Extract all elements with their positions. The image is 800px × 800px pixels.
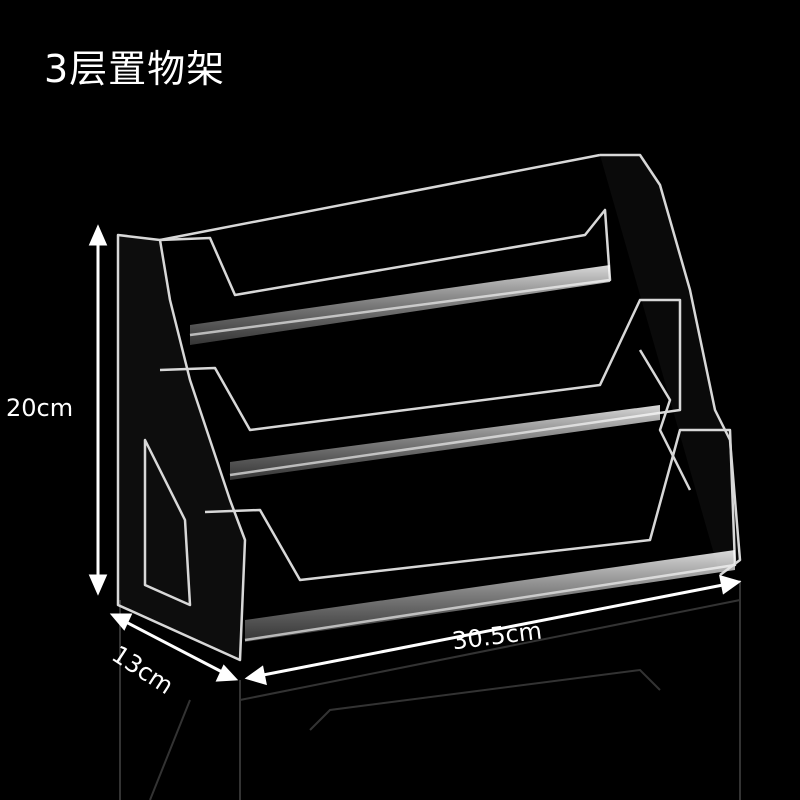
height-arrow-head-top bbox=[88, 224, 108, 246]
width-arrow-head-left bbox=[244, 665, 267, 686]
depth-arrow-head-right bbox=[215, 664, 239, 682]
rack bbox=[116, 153, 742, 662]
depth-arrow-line bbox=[121, 618, 227, 676]
height-label: 20cm bbox=[6, 394, 74, 422]
dimension-arrows bbox=[88, 224, 742, 686]
product-title: 3层置物架 bbox=[44, 47, 226, 91]
height-arrow-head-bottom bbox=[88, 574, 108, 596]
width-arrow-head-right bbox=[719, 574, 742, 595]
width-arrow-line bbox=[257, 582, 729, 678]
rack-reflection bbox=[119, 580, 741, 800]
depth-arrow-head-left bbox=[109, 613, 133, 631]
